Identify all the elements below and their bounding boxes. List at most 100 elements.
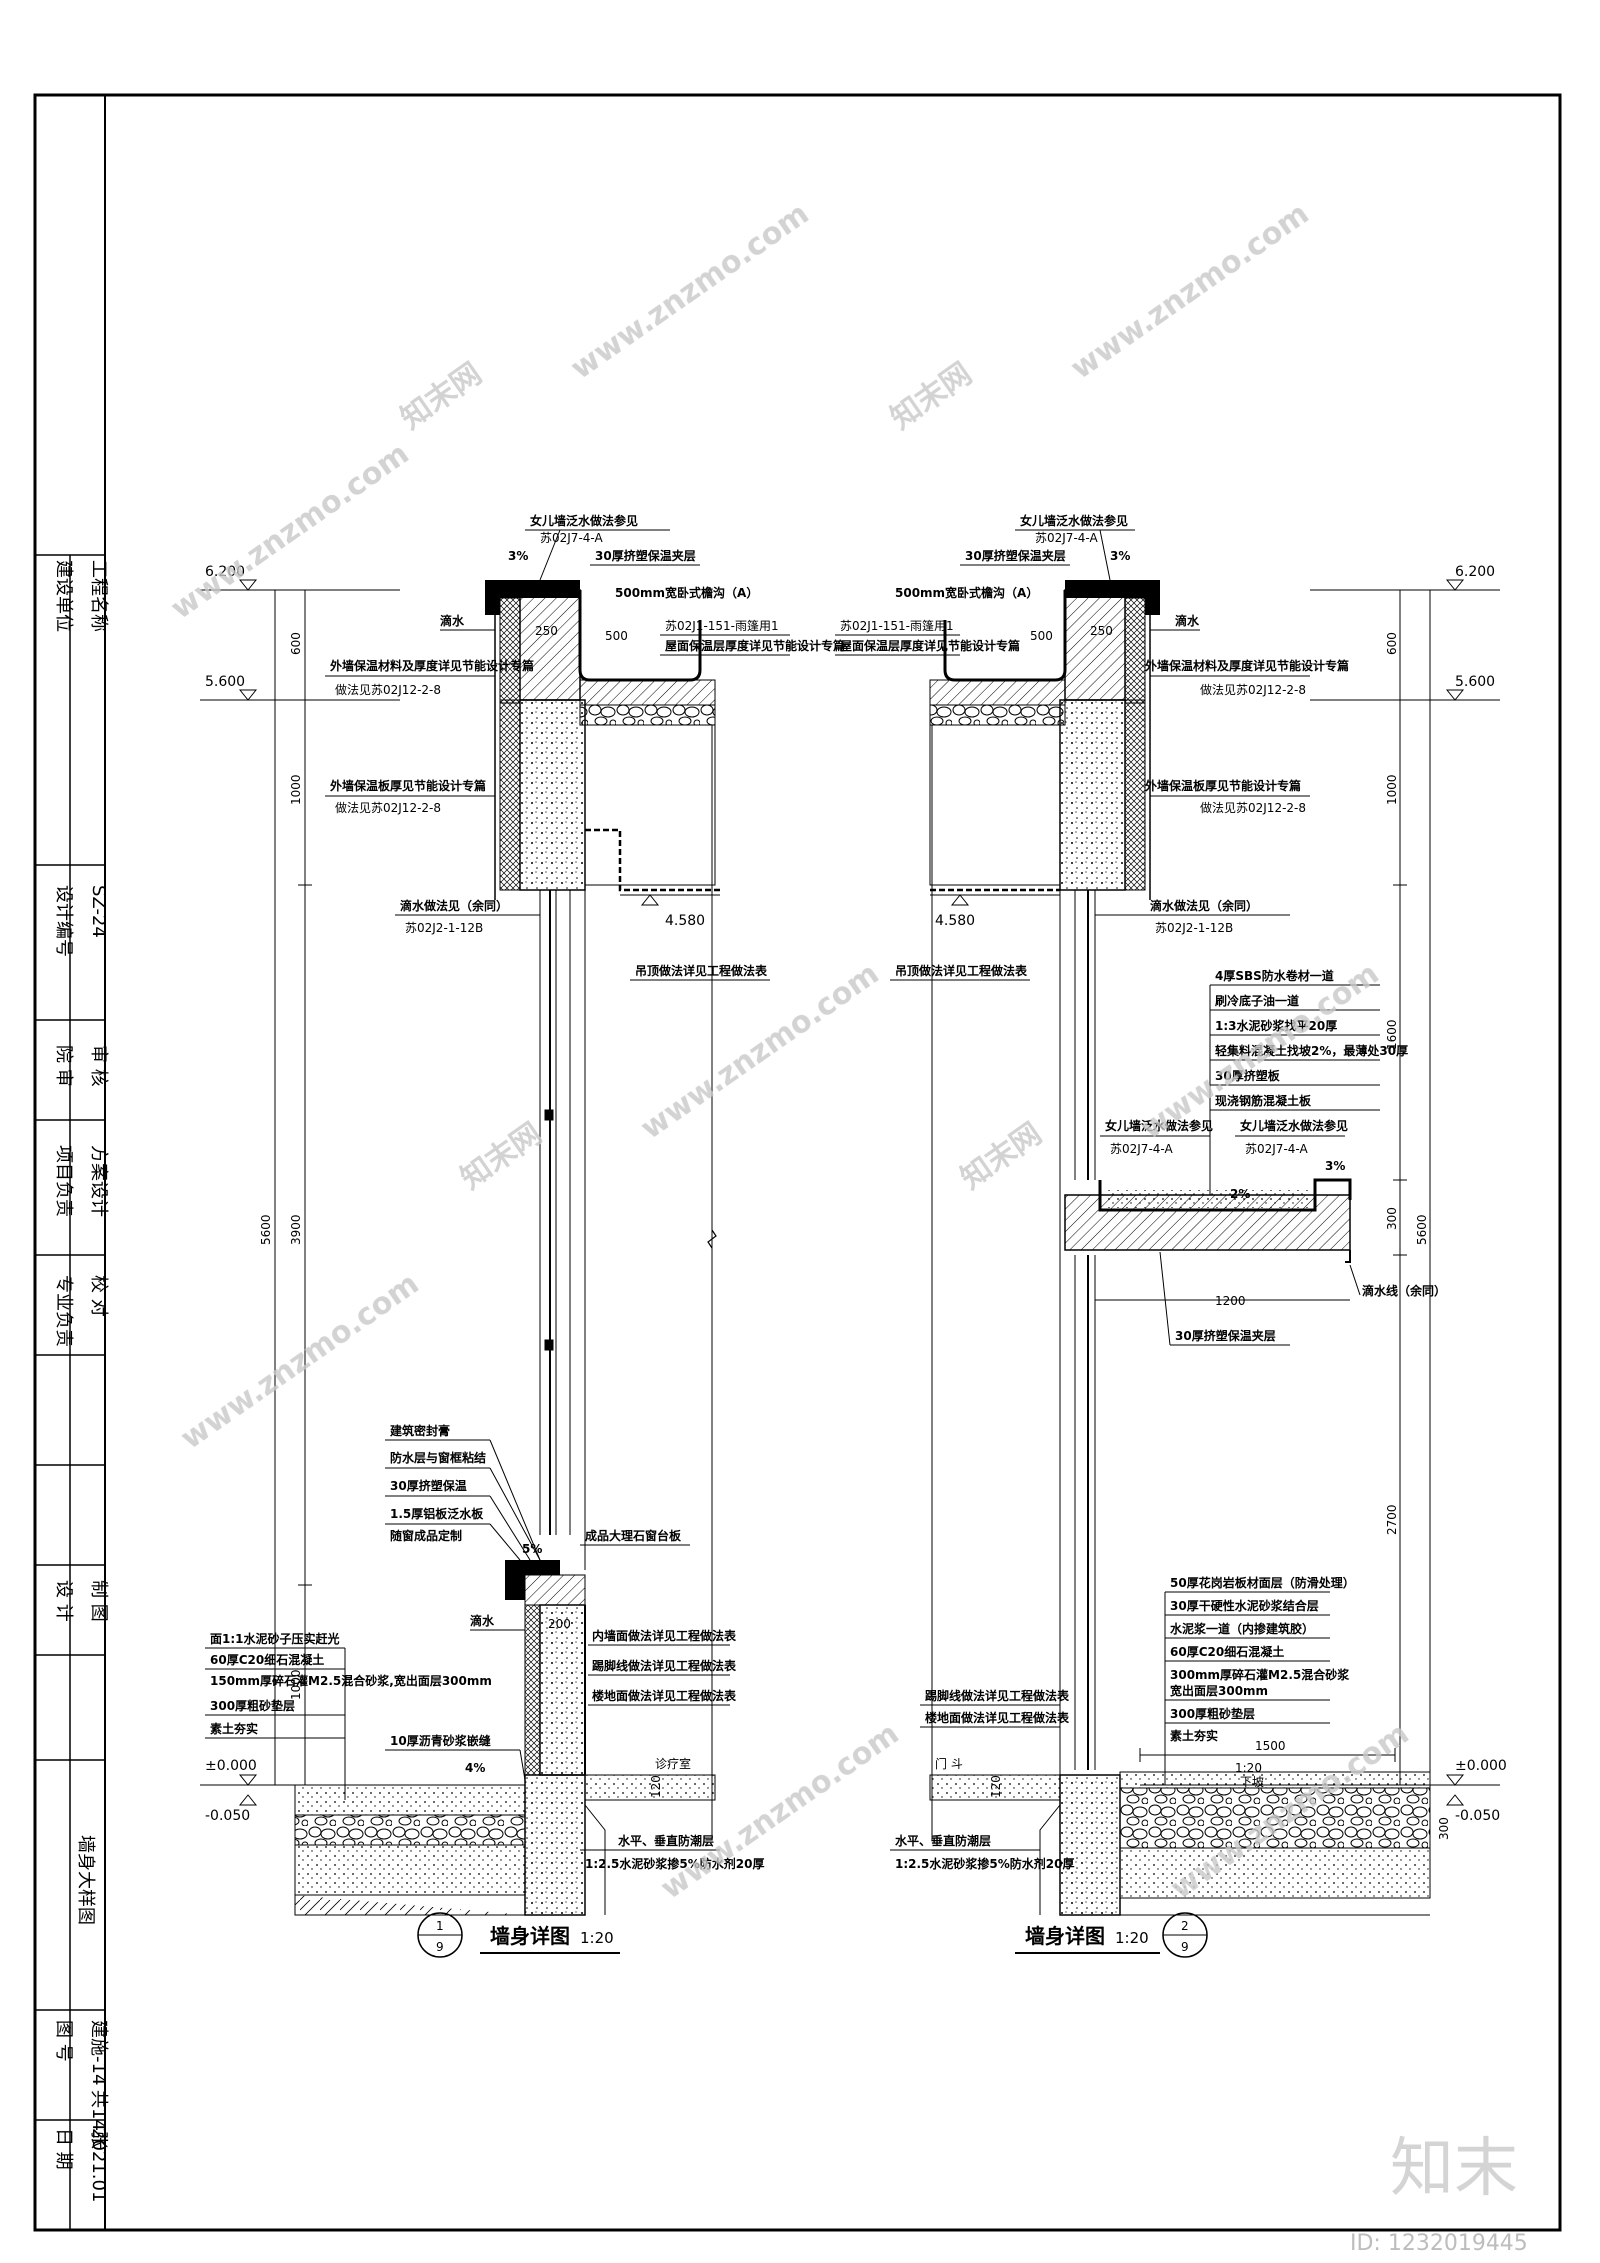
roof-slab-right — [929, 679, 1066, 706]
svg-text:-0.050: -0.050 — [1455, 1808, 1500, 1824]
watermark-site: www.znzmo.com — [175, 1266, 426, 1456]
dim-5600-left: 5600 — [259, 1214, 273, 1245]
detail-1-title: 1 9 墙身详图 1:20 — [417, 1912, 620, 1958]
svg-text:苏02J7-4-A: 苏02J7-4-A — [1245, 1142, 1308, 1156]
tb-design-number: SZ-24 — [88, 885, 109, 938]
tb-date: 2021.01 — [88, 2128, 109, 2202]
elevation-4580-left: 4.580 — [620, 894, 720, 929]
svg-text:做法见苏02J12-2-8: 做法见苏02J12-2-8 — [1200, 800, 1306, 815]
watermark-site: www.znzmo.com — [565, 196, 816, 386]
parapet-wall-left — [519, 589, 581, 701]
watermark-brand: 知末网 — [955, 1116, 1049, 1196]
lower-wall-left — [539, 1604, 586, 1776]
svg-text:滴水: 滴水 — [440, 613, 465, 628]
svg-text:1:20: 1:20 — [1115, 1929, 1149, 1947]
svg-text:300厚粗砂垫层: 300厚粗砂垫层 — [1170, 1706, 1255, 1721]
svg-text:苏02J1-151-雨篷用1: 苏02J1-151-雨篷用1 — [665, 618, 779, 633]
roof-beam-left — [519, 699, 586, 891]
tb-project-name: 工程名称 — [88, 560, 109, 632]
svg-text:9: 9 — [1181, 1940, 1189, 1954]
dim-3900-left: 3900 — [289, 1214, 303, 1245]
svg-text:屋面保温层厚度详见节能设计专篇: 屋面保温层厚度详见节能设计专篇 — [665, 638, 845, 653]
tb-check: 校 对 — [88, 1275, 109, 1317]
svg-text:2: 2 — [1181, 1919, 1189, 1933]
tb-drawing-no-label: 图 号 — [53, 2020, 74, 2062]
svg-text:踢脚线做法详见工程做法表: 踢脚线做法详见工程做法表 — [592, 1658, 737, 1673]
svg-text:苏02J1-151-雨篷用1: 苏02J1-151-雨篷用1 — [840, 618, 954, 633]
notes-detail-1: 女儿墙泛水做法参见 苏02J7-4-A 3% 30厚挤塑保温夹层 500mm宽卧… — [205, 513, 845, 1871]
dim-1000-right: 1000 — [1385, 774, 1399, 805]
tb-design: 设 计 — [53, 1580, 74, 1622]
watermark-site: www.znzmo.com — [635, 956, 886, 1146]
svg-text:10厚沥青砂浆嵌缝: 10厚沥青砂浆嵌缝 — [390, 1733, 491, 1748]
dim-5600-right: 5600 — [1415, 1214, 1429, 1245]
svg-text:苏02J7-4-A: 苏02J7-4-A — [1110, 1142, 1173, 1156]
foundation-right — [1059, 1774, 1121, 1916]
svg-text:苏02J7-4-A: 苏02J7-4-A — [540, 531, 603, 545]
window-right-upper — [1074, 890, 1096, 1180]
tb-sheet-total: 共14张 — [88, 2090, 109, 2149]
svg-text:滴水做法见（余同）: 滴水做法见（余同） — [1150, 898, 1258, 913]
image-id: ID: 1232019445 — [1350, 2231, 1528, 2256]
tb-drawing-no: 建施-14 — [88, 2020, 109, 2085]
step-gravel-right — [1119, 1787, 1431, 1849]
detail-1: 6.200 5.600 ±0.000 -0.050 600 1000 — [200, 513, 845, 1958]
svg-text:9: 9 — [436, 1940, 444, 1954]
svg-text:门 斗: 门 斗 — [935, 1756, 963, 1771]
watermark-brand: 知末网 — [885, 356, 979, 436]
svg-text:苏02J7-4-A: 苏02J7-4-A — [1035, 531, 1098, 545]
svg-text:300: 300 — [1437, 1817, 1451, 1840]
svg-text:防水层与窗框粘结: 防水层与窗框粘结 — [390, 1450, 486, 1465]
svg-text:女儿墙泛水做法参见: 女儿墙泛水做法参见 — [1020, 513, 1128, 528]
title-block — [35, 554, 105, 2121]
dimension-chain-right — [1393, 589, 1437, 1786]
svg-text:-0.050: -0.050 — [205, 1808, 250, 1824]
svg-text:500mm宽卧式檐沟（A）: 500mm宽卧式檐沟（A） — [895, 585, 1038, 600]
svg-text:±0.000: ±0.000 — [205, 1758, 257, 1774]
svg-text:诊疗室: 诊疗室 — [655, 1756, 691, 1771]
svg-text:滴水: 滴水 — [470, 1613, 495, 1628]
svg-text:2%: 2% — [1230, 1187, 1250, 1201]
svg-text:屋面保温层厚度详见节能设计专篇: 屋面保温层厚度详见节能设计专篇 — [840, 638, 1020, 653]
svg-text:3%: 3% — [508, 549, 528, 563]
svg-text:滴水做法见（余同）: 滴水做法见（余同） — [400, 898, 508, 913]
svg-text:250: 250 — [1090, 624, 1113, 638]
svg-text:1200: 1200 — [1215, 1294, 1246, 1308]
svg-text:4.580: 4.580 — [935, 913, 975, 929]
dim-1600-right: 1600 — [1385, 1019, 1399, 1050]
svg-text:滴水线（余同）: 滴水线（余同） — [1362, 1283, 1446, 1298]
svg-text:4厚SBS防水卷材一道: 4厚SBS防水卷材一道 — [1215, 968, 1334, 983]
svg-text:素土夯实: 素土夯实 — [210, 1721, 258, 1736]
dim-1000b-left: 1000 — [289, 1669, 303, 1700]
svg-text:300厚粗砂垫层: 300厚粗砂垫层 — [210, 1698, 295, 1713]
detail-2: 6.200 5.600 ±0.000 -0.050 600 10 — [835, 513, 1507, 1958]
svg-text:墙身详图: 墙身详图 — [1025, 1924, 1105, 1948]
svg-text:60厚C20细石混凝土: 60厚C20细石混凝土 — [210, 1652, 324, 1667]
foundation-left — [524, 1774, 586, 1916]
svg-text:轻集料混凝土找坡2%，最薄处30厚: 轻集料混凝土找坡2%，最薄处30厚 — [1215, 1043, 1408, 1058]
svg-text:5.600: 5.600 — [1455, 674, 1495, 690]
svg-text:苏02J2-1-12B: 苏02J2-1-12B — [1155, 921, 1233, 935]
dim-600-right: 600 — [1385, 632, 1399, 655]
svg-text:1.5厚铝板泛水板: 1.5厚铝板泛水板 — [390, 1506, 484, 1521]
ramp-gravel-left — [294, 1814, 526, 1846]
watermark-brand: 知末网 — [395, 356, 489, 436]
svg-text:楼地面做法详见工程做法表: 楼地面做法详见工程做法表 — [592, 1688, 737, 1703]
dim-600-left: 600 — [289, 632, 303, 655]
watermark-site: www.znzmo.com — [165, 436, 416, 626]
svg-text:±0.000: ±0.000 — [1455, 1758, 1507, 1774]
dimension-chain-left — [268, 589, 312, 1786]
tb-design-number-label: 设计编号 — [53, 885, 74, 957]
svg-text:6.200: 6.200 — [1455, 564, 1495, 580]
tb-scheme-design: 方案设计 — [88, 1145, 109, 1217]
brand-logo: 知末 — [1390, 2132, 1518, 2206]
window-left — [539, 890, 571, 1535]
svg-text:500: 500 — [605, 629, 628, 643]
door-right — [1074, 1255, 1096, 1770]
svg-text:建筑密封膏: 建筑密封膏 — [389, 1423, 450, 1438]
tb-construction-unit: 建设单位 — [53, 560, 74, 632]
svg-text:150mm厚碎石灌M2.5混合砂浆,宽出面层300mm: 150mm厚碎石灌M2.5混合砂浆,宽出面层300mm — [210, 1673, 492, 1688]
svg-text:下坡: 下坡 — [1240, 1775, 1264, 1789]
svg-text:300mm厚碎石灌M2.5混合砂浆: 300mm厚碎石灌M2.5混合砂浆 — [1170, 1667, 1350, 1682]
